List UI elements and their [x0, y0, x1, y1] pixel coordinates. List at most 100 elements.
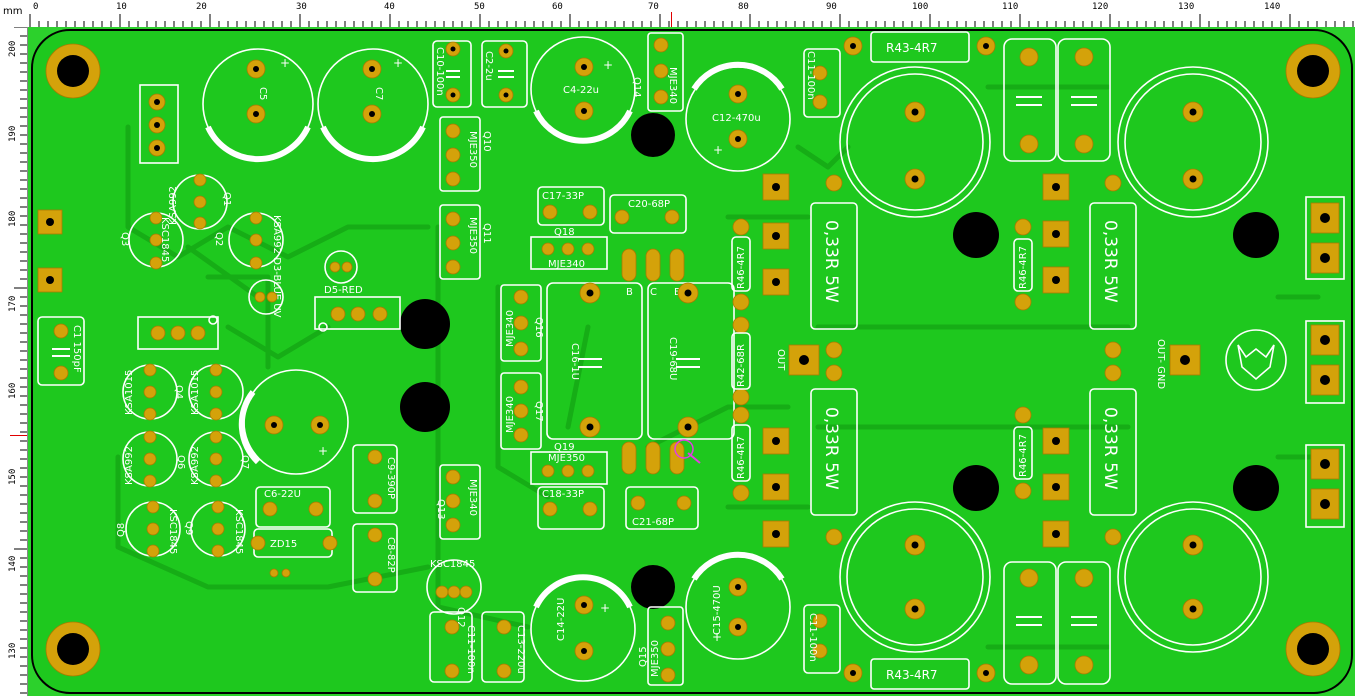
film-capacitor-bottom-1[interactable] — [1003, 561, 1057, 685]
film-capacitor-top-2[interactable] — [1057, 38, 1111, 162]
resistor-r46-d[interactable]: R46-4R7 — [1013, 406, 1033, 500]
transistor-q1[interactable]: KSA992 Q1 — [168, 173, 232, 230]
label-ksc1845-c: KSC1845 — [233, 509, 244, 554]
capacitor-big-1[interactable] — [839, 66, 991, 218]
resistor-r43-top[interactable]: R43-4R7 — [843, 31, 996, 63]
capacitor-c6[interactable]: C6-22U — [255, 486, 331, 528]
film-capacitor-bottom-2[interactable] — [1057, 561, 1111, 685]
power-resistor-b[interactable]: 0,33R 5W — [810, 364, 858, 546]
transistor-q12[interactable]: KSC1845 Q12 — [426, 559, 482, 628]
capacitor-c14[interactable]: + C14-22U — [530, 574, 636, 682]
out-gnd-terminal[interactable]: OUT- GND — [1155, 339, 1201, 389]
label-res-b: 0,33R 5W — [821, 407, 841, 490]
capacitor-c10[interactable]: C10-100n — [432, 40, 472, 108]
board-outline — [31, 29, 1353, 694]
zener-zd15[interactable]: ZD15 — [250, 528, 338, 578]
capacitor-c20[interactable]: C20-68P — [609, 194, 687, 234]
svg-text:+: + — [713, 143, 723, 157]
resistor-r46-a[interactable]: R46-4R7 — [731, 218, 751, 311]
ruler-tick: 30 — [296, 2, 307, 12]
transistor-q5[interactable]: KSA1015 — [188, 363, 244, 421]
resistor-r43-bottom[interactable]: R43-4R7 — [843, 658, 996, 690]
capacitor-c21[interactable]: C21-68P — [625, 486, 699, 530]
transistor-q15[interactable]: MJE350 Q15 — [638, 606, 684, 686]
capacitor-c12[interactable]: + C12-470u — [685, 61, 791, 172]
transistor-q3[interactable]: Q3 KSC1845 — [119, 211, 184, 270]
capacitor-c11-c[interactable]: C11-100n — [803, 604, 841, 674]
label-out: OUT — [775, 349, 786, 371]
capacitor-c16[interactable]: C16-1U — [546, 282, 643, 440]
film-capacitor-top-1[interactable] — [1003, 38, 1057, 162]
power-transistor-pads-left[interactable] — [762, 173, 790, 548]
capacitor-big-2[interactable] — [1117, 66, 1269, 218]
trimmer-d5[interactable] — [314, 296, 401, 332]
pcb-canvas[interactable]: .silk{fill:none;stroke:#ffffff;stroke-wi… — [28, 27, 1355, 696]
capacitor-big-4[interactable] — [1117, 501, 1269, 653]
out-terminal[interactable]: OUT — [775, 344, 820, 376]
led-d5[interactable]: D5-RED — [324, 250, 363, 296]
transistor-q17[interactable]: MJE340 Q17 — [500, 372, 544, 450]
transistor-q6[interactable]: KSA992 Q6 — [122, 430, 186, 488]
label-q6: Q6 — [175, 455, 186, 469]
resistor-r46-c[interactable]: R46-4R7 — [1013, 218, 1033, 311]
transistor-q10[interactable]: MJE350 Q10 — [439, 116, 492, 192]
label-res-a: 0,33R 5W — [821, 220, 841, 303]
led-d3[interactable] — [248, 279, 284, 315]
capacitor-big-3[interactable] — [839, 501, 991, 653]
pin-label-b: B — [626, 287, 633, 298]
label-c11-b: C11-100n — [465, 625, 476, 674]
power-resistor-a[interactable]: 0,33R 5W — [810, 174, 858, 359]
label-res-d: 0,33R 5W — [1100, 407, 1120, 490]
output-transistor-pads-top[interactable]: B C E — [621, 248, 685, 298]
label-c9: C9-390P — [385, 457, 396, 499]
capacitor-c17[interactable]: C17-33P — [537, 186, 605, 226]
trimmer-left[interactable] — [137, 315, 219, 350]
label-c16: C16-1U — [569, 343, 580, 380]
power-resistor-c[interactable]: 0,33R 5W — [1089, 174, 1137, 359]
transistor-q8[interactable]: Q8 KSC1845 — [116, 500, 181, 558]
connector-header-top[interactable] — [139, 84, 179, 164]
label-q9: Q9 — [183, 521, 194, 535]
capacitor-c4[interactable]: + C4-22u — [530, 36, 636, 144]
capacitor-c15[interactable]: + C15-470U — [685, 551, 791, 660]
transistor-q2[interactable]: Q2 KSA992 D3-BLUE UV — [213, 211, 284, 318]
transistor-q19[interactable]: Q19 MJE350 — [530, 442, 608, 485]
power-transistor-pads-right[interactable] — [1042, 173, 1070, 548]
capacitor-c7[interactable]: + C7 — [317, 48, 429, 163]
label-ksa992-b: KSA992 — [124, 446, 135, 485]
resistor-r46-b[interactable]: R46-4R7 — [731, 406, 751, 502]
label-mje350-a: MJE350 — [467, 131, 478, 168]
label-q7: Q7 — [239, 455, 250, 469]
ruler-tick: 100 — [912, 2, 929, 12]
transistor-q14[interactable]: MJE340 Q14 — [631, 32, 684, 112]
capacitor-c1[interactable]: C1 150pF — [37, 316, 85, 386]
label-c19: C19-68U — [667, 337, 678, 380]
power-terminals-right[interactable] — [1305, 196, 1345, 528]
transistor-q13[interactable]: MJE340 Q13 — [435, 464, 481, 540]
transistor-q16[interactable]: MJE340 Q16 — [500, 284, 544, 362]
capacitor-c18[interactable]: C18-33P — [537, 486, 605, 530]
label-zd15: ZD15 — [270, 539, 297, 550]
transistor-q11[interactable]: MJE350 Q11 — [439, 204, 492, 280]
capacitor-c9[interactable]: C9-390P — [352, 444, 398, 514]
ruler-unit: mm — [3, 6, 23, 17]
pin-label-c: C — [650, 287, 657, 298]
capacitor-c13[interactable]: C13-220u — [481, 611, 526, 683]
capacitor-c5[interactable]: + C5 — [202, 48, 314, 163]
label-q11: Q11 — [481, 223, 492, 244]
label-c8: C8-82P — [385, 537, 396, 573]
input-pads-left[interactable] — [37, 209, 63, 293]
power-resistor-d[interactable]: 0,33R 5W — [1089, 364, 1137, 546]
capacitor-c3[interactable]: + — [238, 369, 349, 475]
capacitor-c11-top[interactable]: C11-100n — [803, 48, 841, 118]
capacitor-c8[interactable]: C8-82P — [352, 523, 398, 593]
transistor-q7[interactable]: KSA992 Q7 — [188, 430, 250, 488]
capacitor-c11-bottom[interactable]: C11-100n — [429, 611, 476, 683]
transistor-q9[interactable]: Q9 KSC1845 — [183, 500, 246, 558]
capacitor-c19[interactable]: C19-68U — [647, 282, 735, 440]
capacitor-c2[interactable]: C2-2u — [481, 40, 528, 108]
output-transistor-pads-bottom[interactable] — [621, 441, 685, 475]
transistor-q18[interactable]: Q18 MJE340 — [530, 227, 608, 270]
resistor-r42[interactable]: R42-68R — [731, 316, 751, 406]
transistor-q4[interactable]: KSA1015 Q4 — [122, 363, 184, 421]
